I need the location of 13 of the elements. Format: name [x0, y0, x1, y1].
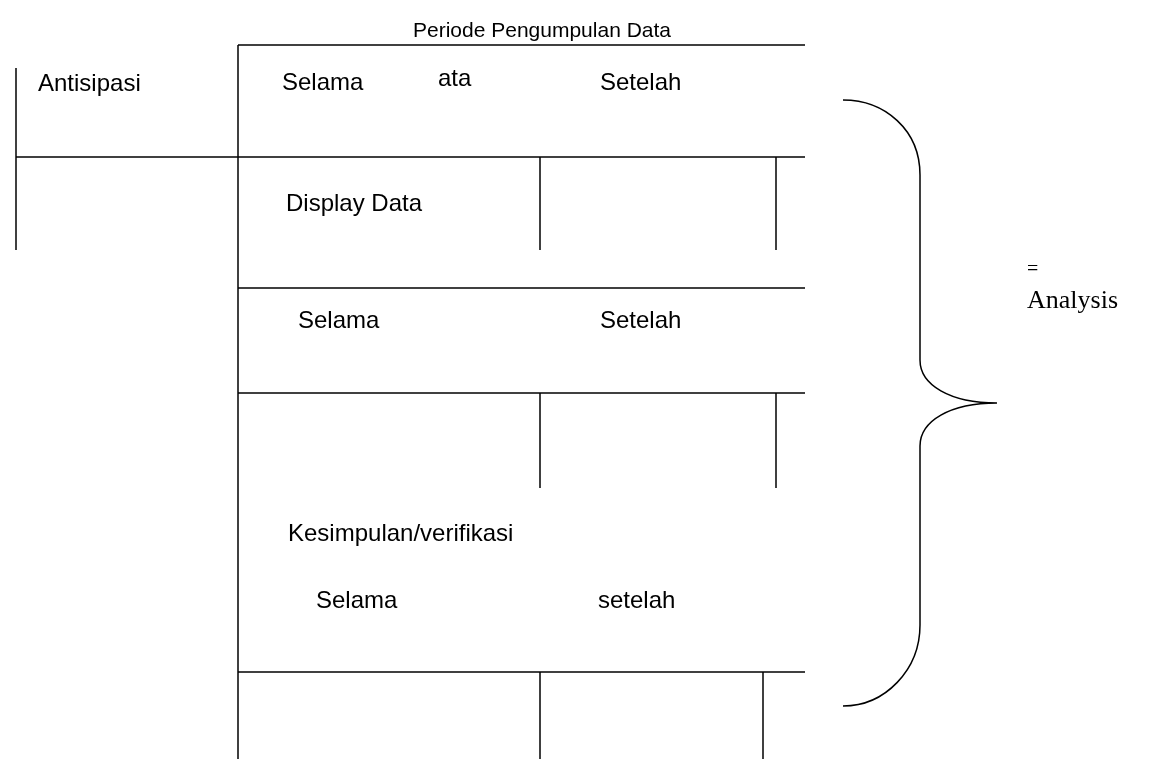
column-label: Selama [316, 586, 398, 614]
column-label: Selama [298, 306, 380, 334]
row-label: Display Data [286, 189, 423, 217]
equals-sign: = [1027, 256, 1039, 281]
row-label: Antisipasi [38, 69, 141, 97]
bracket-label: Analysis [1027, 286, 1118, 314]
column-label: setelah [598, 586, 676, 614]
column-label: Selama [282, 68, 364, 96]
row-label: Kesimpulan/verifikasi [288, 519, 514, 547]
column-label: Setelah [600, 306, 682, 334]
column-label: Setelah [600, 68, 682, 96]
cut-off-text: ata [438, 64, 472, 92]
column-heading: Periode Pengumpulan Data [413, 17, 671, 43]
